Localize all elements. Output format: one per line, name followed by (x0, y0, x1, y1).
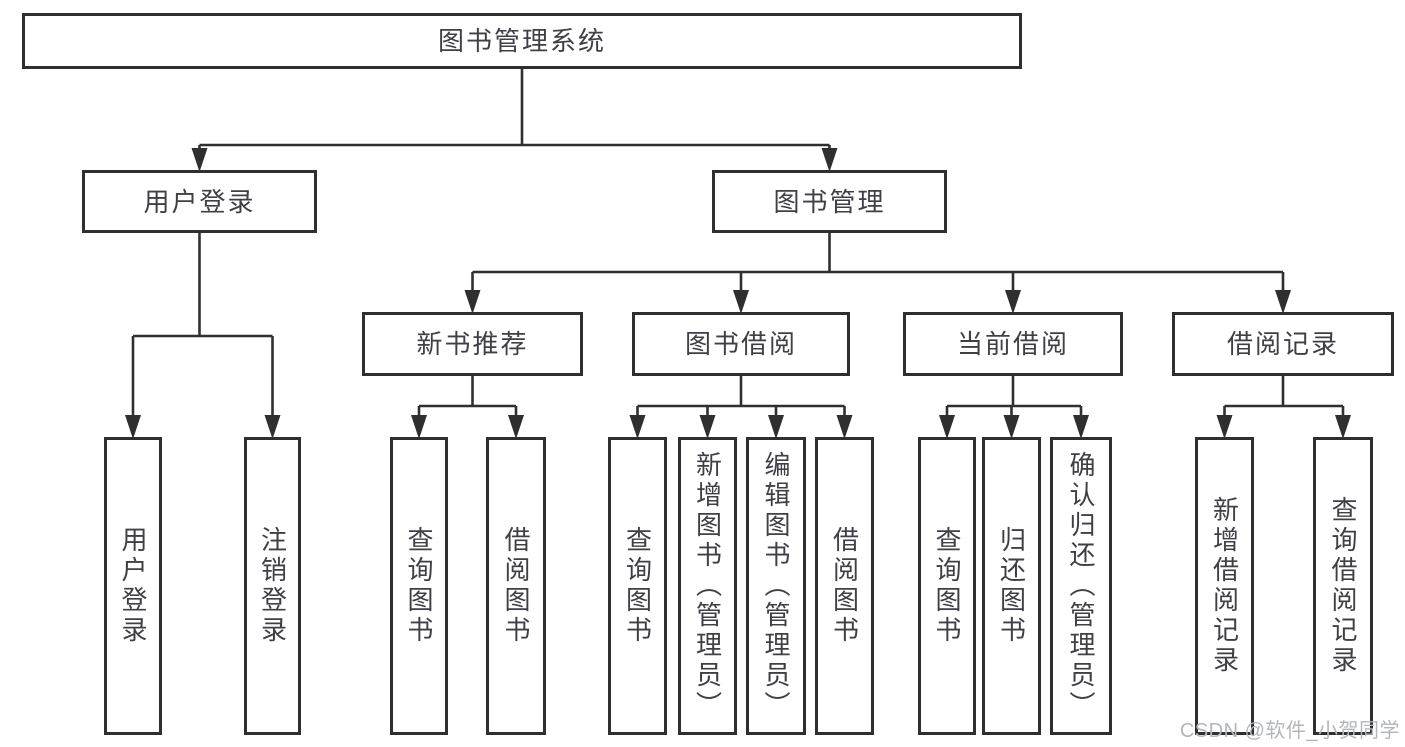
node-user-login: 用户登录 (82, 170, 317, 233)
leaf-confirm-return-admin: 确认归还（管理员） (1050, 437, 1112, 735)
node-root-library-management-system: 图书管理系统 (22, 13, 1022, 69)
leaf-return-books: 归还图书 (982, 437, 1041, 735)
node-book-management: 图书管理 (712, 170, 947, 233)
leaf-query-borrow-record: 查询借阅记录 (1313, 437, 1373, 735)
leaf-query-books-2: 查询图书 (608, 437, 667, 735)
leaf-add-book-admin: 新增图书（管理员） (678, 437, 737, 735)
leaf-user-login: 用户登录 (104, 437, 162, 735)
node-current-borrowing: 当前借阅 (903, 312, 1123, 376)
leaf-borrow-books-1: 借阅图书 (486, 437, 546, 735)
watermark: CSDN @软件_小贺同学 (1179, 720, 1400, 742)
node-new-book-recommendation: 新书推荐 (362, 312, 583, 376)
leaf-query-books-3: 查询图书 (918, 437, 976, 735)
leaf-borrow-books-2: 借阅图书 (815, 437, 874, 735)
node-borrowing-records: 借阅记录 (1172, 312, 1394, 376)
leaf-query-books-1: 查询图书 (390, 437, 448, 735)
leaf-logout: 注销登录 (244, 437, 301, 735)
leaf-edit-book-admin: 编辑图书（管理员） (746, 437, 806, 735)
leaf-add-borrow-record: 新增借阅记录 (1195, 437, 1254, 735)
node-book-borrowing: 图书借阅 (632, 312, 850, 376)
